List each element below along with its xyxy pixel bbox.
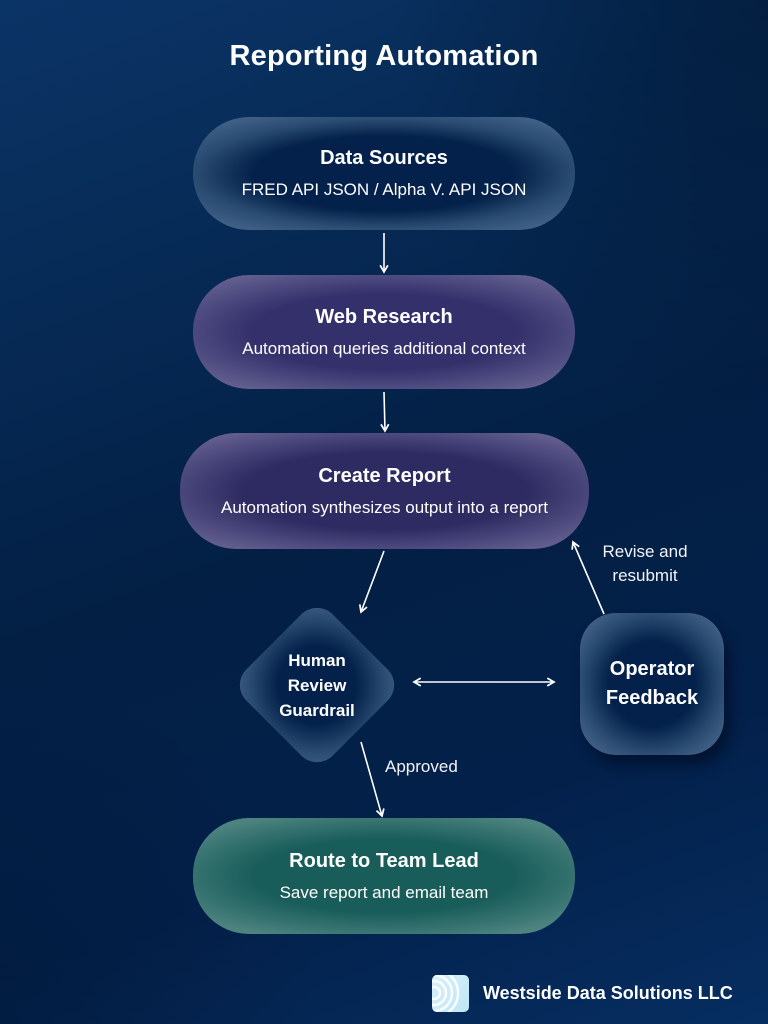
label-line: Revise and xyxy=(602,542,688,561)
node-heading: Web Research xyxy=(315,305,453,328)
node-subtitle: Automation synthesizes output into a rep… xyxy=(221,497,548,517)
company-name: Westside Data Solutions LLC xyxy=(483,983,733,1003)
node-subtitle: FRED API JSON / Alpha V. API JSON xyxy=(241,180,527,199)
node-operator-feedback: Operator Feedback xyxy=(580,613,724,755)
label-line: Feedback xyxy=(605,687,699,709)
page-title: Reporting Automation xyxy=(229,40,539,72)
node-subtitle: Automation queries additional context xyxy=(242,338,526,358)
node-human-review-guardrail: Human Review Guardrail xyxy=(229,597,405,773)
brand-footer: Westside Data Solutions LLC xyxy=(432,975,733,1012)
label-line: Human xyxy=(288,650,346,670)
label-line: Review xyxy=(287,675,347,695)
label-line: resubmit xyxy=(612,566,678,585)
node-heading: Data Sources xyxy=(320,147,448,169)
label-line: Guardrail xyxy=(279,700,355,720)
node-create-report: Create Report Automation synthesizes out… xyxy=(180,433,589,549)
label-line: Operator xyxy=(609,658,695,680)
node-route-to-team-lead: Route to Team Lead Save report and email… xyxy=(193,818,575,934)
node-web-research: Web Research Automation queries addition… xyxy=(193,275,575,389)
edge-label-revise: Revise and resubmit xyxy=(590,540,700,588)
node-label: Human Review Guardrail xyxy=(229,597,405,773)
node-data-sources: Data Sources FRED API JSON / Alpha V. AP… xyxy=(193,117,575,230)
arrow-research-to-create xyxy=(380,391,390,433)
node-subtitle: Save report and email team xyxy=(279,882,489,902)
edge-label-approved: Approved xyxy=(385,757,458,776)
node-heading: Create Report xyxy=(318,464,451,487)
node-heading: Route to Team Lead xyxy=(289,849,479,872)
concentric-arcs-logo-icon xyxy=(432,975,469,1012)
